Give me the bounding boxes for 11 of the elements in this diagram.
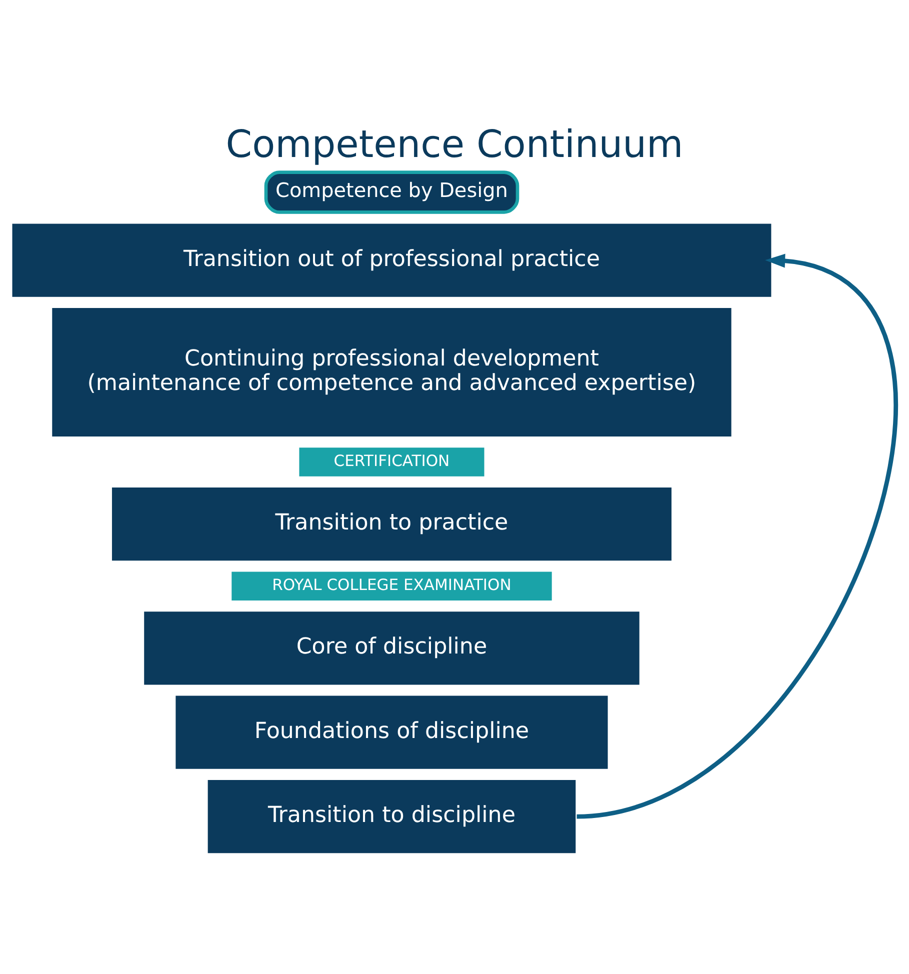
- node-box: Transition to discipline: [208, 780, 576, 853]
- node-box: Transition to practice: [112, 487, 672, 560]
- node-box: ROYAL COLLEGE EXAMINATION: [232, 571, 552, 600]
- diagram-title: Competence Continuum: [226, 122, 684, 166]
- node-box: Continuing professional development (maintenance of competence and advanced expertise): [52, 308, 732, 436]
- node-box: Core of discipline: [144, 611, 640, 684]
- node-box: Competence by Design: [264, 170, 520, 214]
- node-box: Transition out of professional practice: [12, 223, 772, 296]
- node-box: CERTIFICATION: [299, 447, 484, 476]
- node-box: Foundations of discipline: [176, 695, 608, 768]
- arrow: [576, 253, 898, 818]
